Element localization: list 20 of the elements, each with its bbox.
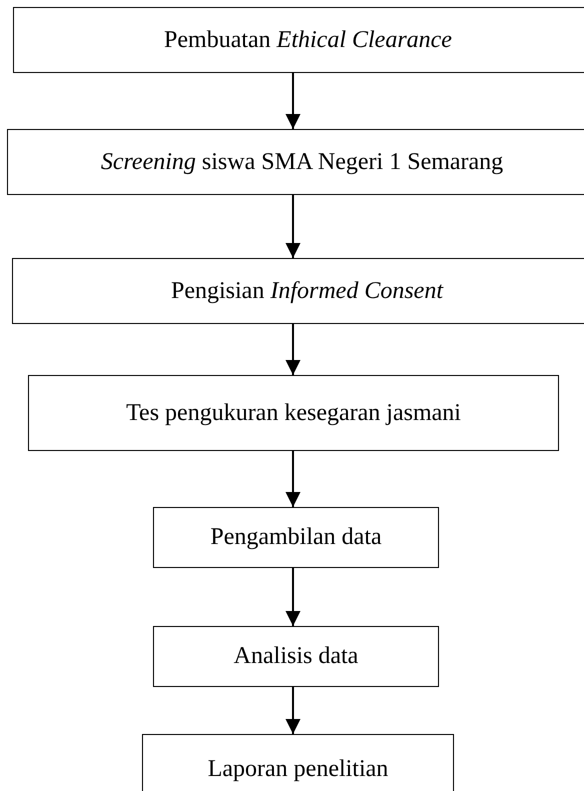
arrow [286,195,300,258]
process-box [142,734,454,791]
arrow [286,451,300,507]
arrow [286,568,300,626]
step-label: Tes pengukuran kesegaran jasmani [126,400,461,426]
process-box [7,129,584,195]
step-label: Pengambilan data [210,524,382,551]
arrow [286,73,300,129]
process-box [13,7,584,73]
step-label: Analisis data [234,643,358,670]
arrow [286,687,300,734]
step-label: Screening siswa SMA Negeri 1 Semarang [100,148,504,176]
step-label: Pembuatan Ethical Clearance [164,26,452,54]
process-box [153,507,439,568]
step-label: Pengisian Informed Consent [171,278,443,304]
process-box [28,375,559,451]
arrow [286,324,300,375]
process-box [153,626,439,687]
process-box [12,258,584,324]
step-label: Laporan penelitian [208,756,388,782]
